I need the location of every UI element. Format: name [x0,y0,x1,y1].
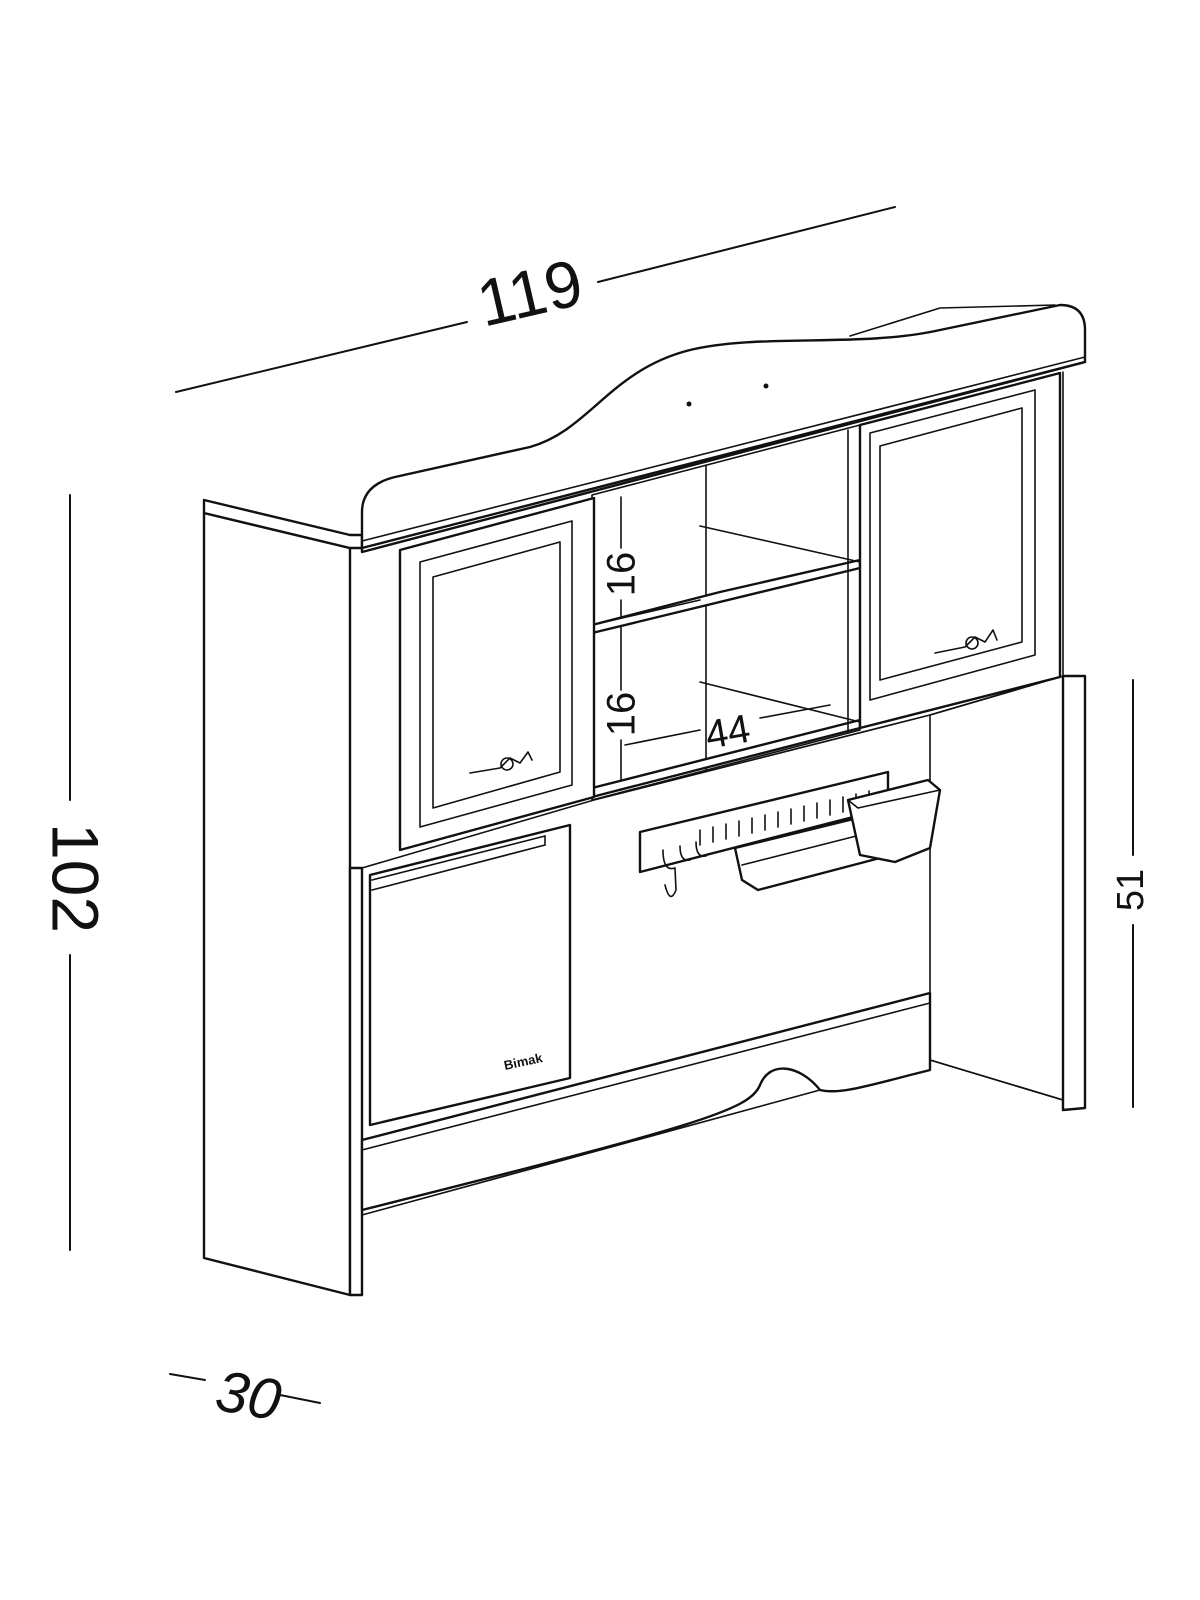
depth-dimension-label: 30 [211,1358,286,1433]
dimension-lines [69,206,1134,1404]
height-dimension-label: 102 [39,823,113,933]
clearance-dimension-label: 51 [1110,869,1152,911]
shelf-width-dimension-label: 44 [702,707,753,758]
lower-shelf-dimension-label: 16 [600,692,644,737]
upper-shelf-dimension-label: 16 [600,552,644,597]
hutch-body: Bimak [202,303,1087,1297]
width-dimension-label: 119 [470,245,589,341]
